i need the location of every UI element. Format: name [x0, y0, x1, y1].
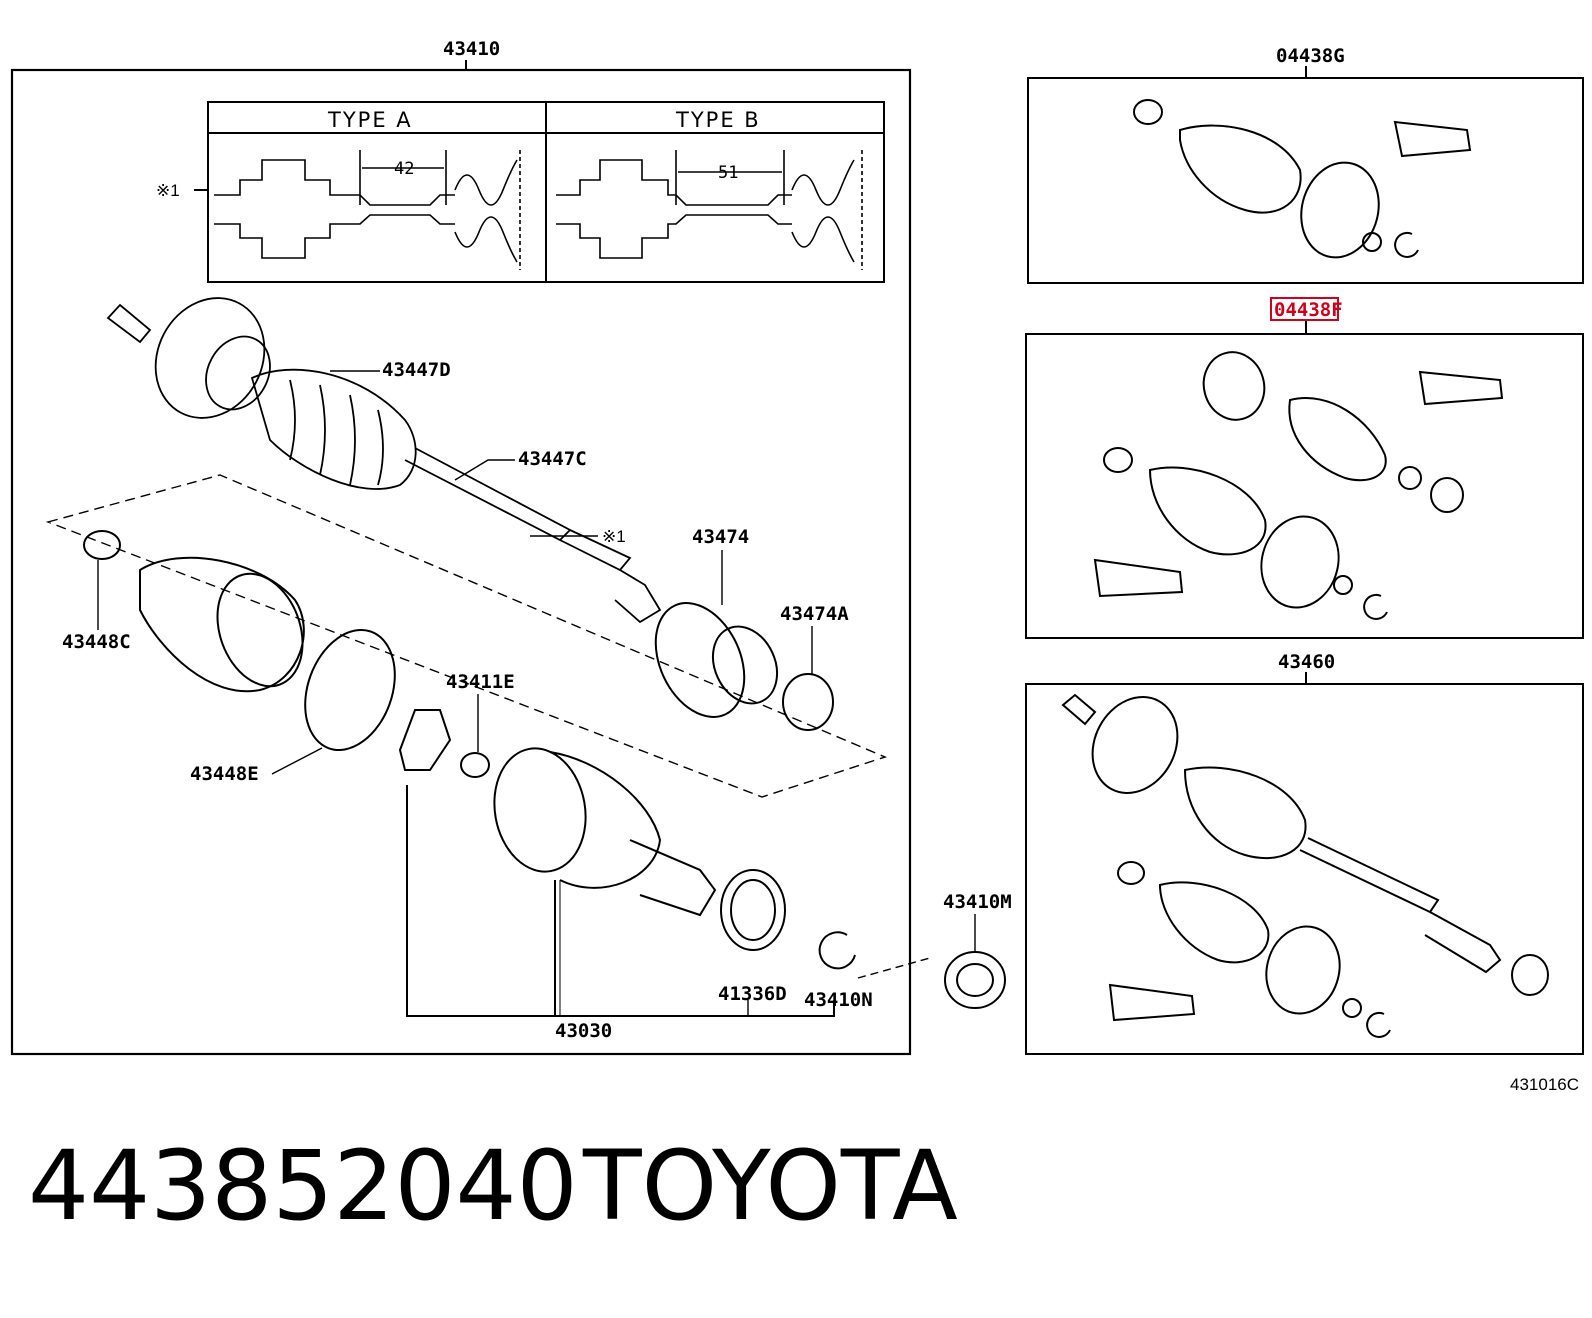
type-a-shaft-drawing — [214, 150, 521, 270]
type-b-label: TYPE B — [675, 108, 761, 132]
parts-diagram: 43410 TYPE A TYPE B ※1 42 — [10, 38, 1584, 1094]
drive-shaft-drawing — [45, 297, 887, 798]
label-43030[interactable]: 43030 — [555, 1020, 612, 1042]
kit-04438G-panel — [1027, 66, 1584, 284]
label-43410[interactable]: 43410 — [443, 38, 500, 60]
footer-part-number: 443852040 — [28, 1130, 578, 1242]
label-43411E[interactable]: 43411E — [446, 671, 515, 693]
type-a-label: TYPE A — [327, 108, 413, 132]
kit-04438F-panel — [1025, 297, 1584, 639]
footer-brand: TOYOTA — [583, 1130, 958, 1242]
label-kit-04438G[interactable]: 04438G — [1276, 45, 1345, 67]
main-assembly-panel: 43410 — [10, 38, 912, 1056]
label-43474[interactable]: 43474 — [692, 526, 749, 548]
label-43410M[interactable]: 43410M — [943, 891, 1012, 913]
label-kit-04438F[interactable]: 04438F — [1274, 299, 1343, 321]
damper-43474 — [654, 602, 834, 731]
type-inset: TYPE A TYPE B ※1 42 51 — [156, 101, 885, 283]
label-43460[interactable]: 43460 — [1278, 651, 1335, 673]
label-43447D[interactable]: 43447D — [382, 359, 451, 381]
label-43448C[interactable]: 43448C — [62, 631, 131, 653]
label-43474A[interactable]: 43474A — [780, 603, 849, 625]
dimension-a: 42 — [394, 159, 414, 179]
assembly-43460-panel — [1025, 672, 1584, 1055]
type-b-shaft-drawing — [556, 150, 863, 270]
illustration-code: 431016C — [1510, 1075, 1579, 1094]
highlight-box — [1270, 297, 1339, 321]
inner-joint-exploded — [398, 709, 856, 970]
inner-boot-exploded — [83, 530, 396, 752]
label-43447C[interactable]: 43447C — [518, 448, 587, 470]
ref-mark-shaft: ※1 — [602, 527, 626, 546]
dimension-b: 51 — [718, 163, 738, 183]
seal-43410M — [857, 951, 1006, 1009]
label-43410N[interactable]: 43410N — [804, 989, 873, 1011]
ref-mark-label: ※1 — [156, 181, 180, 200]
label-41336D[interactable]: 41336D — [718, 983, 787, 1005]
label-43448E[interactable]: 43448E — [190, 763, 259, 785]
